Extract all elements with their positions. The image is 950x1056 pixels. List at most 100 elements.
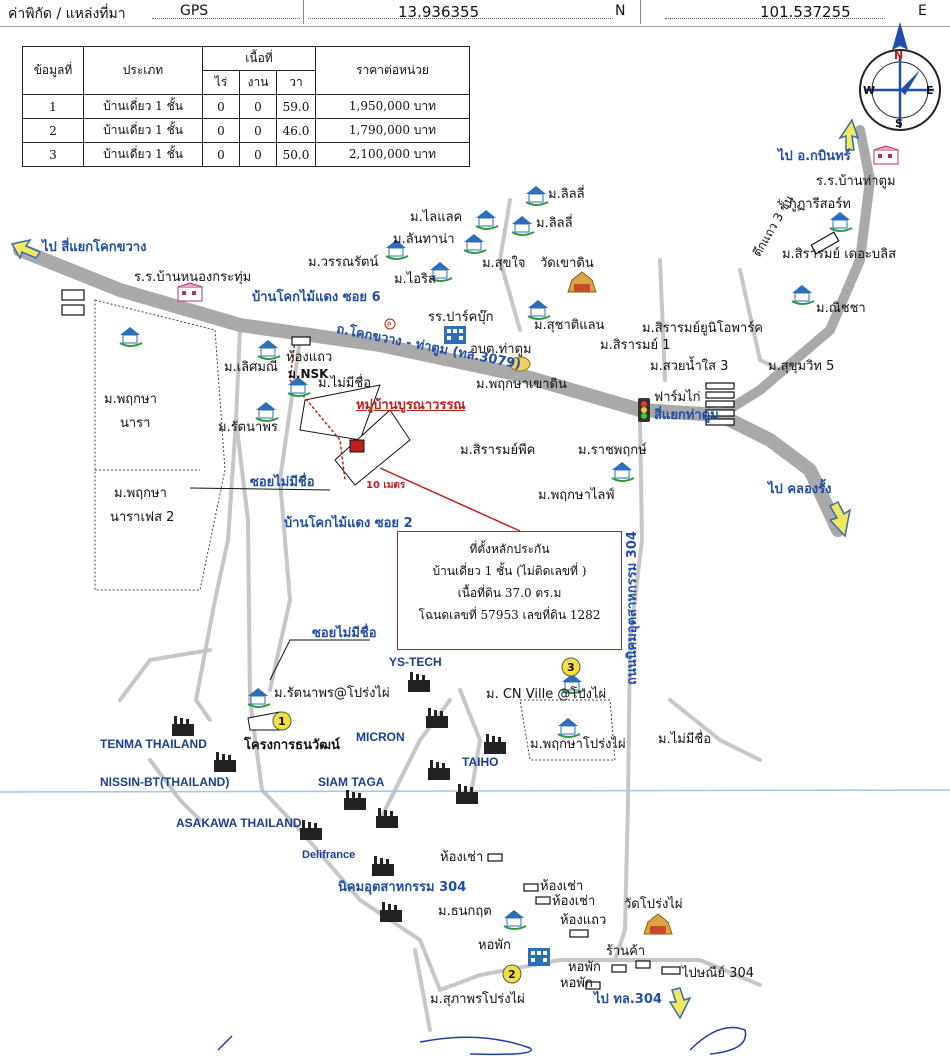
label-hong-chao-3: ห้องเช่า — [552, 894, 596, 909]
subject-site — [299, 384, 411, 486]
label-praisani: ไปษณีย์ 304 — [682, 966, 754, 981]
coordinate-header: ค่าพิกัด / แหล่งที่มา GPS 13.936355 N 10… — [0, 0, 950, 27]
label-wat-prong: วัดโปร่งไผ่ — [624, 897, 683, 912]
village-icon — [503, 910, 527, 930]
route-to-site — [289, 339, 346, 481]
label-siram-thebliss: ม.สิรารมย์ เดอะบลิส — [782, 247, 897, 262]
label-soi-mai-mi-1: ซอยไม่มีชื่อ — [250, 475, 315, 490]
village-icon — [829, 212, 853, 232]
th-price: ราคาต่อหน่วย — [315, 46, 470, 95]
th-wa: วา — [276, 70, 316, 95]
label-siram-1: ม.สิรารมย์ 1 — [600, 338, 671, 353]
label-soi-mai-mi-2: ซอยไม่มีชื่อ — [312, 626, 377, 641]
label-to-khlong-rung: ไป คลองรั้ง — [768, 482, 832, 497]
compass-icon — [859, 22, 941, 131]
gov-office-icon — [509, 356, 531, 372]
label-cn-ville: ม. CN Ville @โป่งไผ่ — [486, 687, 607, 702]
label-suay-namsai: ม.สวยน้ำใส 3 — [650, 359, 729, 374]
road-factory2 — [458, 688, 483, 802]
factory-icon — [172, 716, 194, 736]
village-icon — [527, 300, 551, 320]
label-thanakrit: ม.ธนกฤต — [438, 904, 492, 919]
factory-icon — [428, 760, 450, 780]
label-nara-phase-2: นาราเฟส 2 — [110, 510, 175, 525]
label-farm-kai: ฟาร์มไก่ — [654, 390, 701, 405]
parcel-outlines — [94, 299, 616, 761]
callout-line — [379, 467, 521, 532]
longitude-value: 101.537255 — [760, 3, 851, 21]
label-nitcha: ม.ณิชชา — [816, 301, 866, 316]
label-siram-unipark: ม.สิรารมย์ยูนิโอพาร์ค — [642, 321, 763, 336]
direction-arrows — [10, 118, 860, 1020]
label-pruksa-nara-2: ม.พฤกษา — [114, 486, 167, 501]
label-mai-mi-chue-1: ม.ไม่มีชื่อ — [318, 376, 372, 391]
secondary-roads — [118, 198, 782, 1032]
label-rr-ban-tatum: ร.ร.บ้านท่าตูม — [816, 174, 896, 189]
factory-icons — [172, 672, 506, 922]
arrow-north-icon — [838, 118, 860, 151]
road-industrial — [234, 418, 442, 992]
th-ngan: งาน — [239, 70, 277, 95]
village-icon — [463, 234, 487, 254]
label-supaporn: ม.สุภาพรโปร่งไผ่ — [430, 992, 525, 1007]
factory-icon — [344, 790, 366, 810]
info-line-2: บ้านเดี่ยว 1 ชั้น (ไม่ติดเลขที่ ) — [432, 564, 587, 578]
label-siam-taga: SIAM TAGA — [318, 775, 385, 789]
label-taiho: TAIHO — [462, 755, 499, 769]
collateral-info-box: ที่ตั้งหลักประกัน บ้านเดี่ยว 1 ชั้น (ไม่… — [397, 531, 622, 650]
label-hor-pak-1: หอพัก — [478, 938, 511, 953]
label-mu-ban-bun: หมู่บ้านบูรณาวรรณ — [356, 398, 466, 413]
village-icons — [119, 186, 853, 930]
compass-s: S — [895, 117, 903, 130]
signature-scribbles — [217, 1026, 747, 1056]
arrow-south-icon — [668, 987, 692, 1020]
th-area: เนื้อที่ — [202, 46, 316, 71]
road-304 — [613, 418, 645, 962]
village-icon — [611, 462, 635, 482]
label-ran-kha: ร้านค้า — [606, 944, 646, 959]
marker-3-label: 3 — [567, 661, 575, 674]
factory-icon — [300, 820, 322, 840]
road-sw — [148, 758, 202, 822]
village-icon — [561, 674, 585, 694]
compass-n: N — [894, 49, 904, 62]
label-mai-mi-chue-2: ม.ไม่มีชื่อ — [658, 732, 712, 747]
main-road-kabin — [715, 125, 875, 420]
label-suchatilan: ม.สุชาติแลน — [534, 318, 605, 333]
label-lily-2: ม.ลิลลี่ — [536, 216, 573, 231]
label-khrongkarn-thanawat: โครงการธนวัฒน์ — [244, 738, 340, 753]
temple-icon — [643, 913, 673, 935]
longitude-suffix: E — [918, 3, 927, 19]
label-wat-khaodin: วัดเขาดิน — [540, 256, 594, 271]
factory-icon — [376, 808, 398, 828]
label-lilac: ม.ไลแลค — [410, 210, 463, 225]
road-soi2 — [268, 338, 302, 692]
gas-station-icon: P — [384, 318, 396, 330]
factory-icon — [484, 734, 506, 754]
label-tenma: TENMA THAILAND — [100, 737, 207, 751]
village-icon — [385, 240, 409, 260]
factory-icon — [214, 752, 236, 772]
label-rr-park: รร.ปาร์คบุ๊ก — [428, 310, 494, 325]
label-micron: MICRON — [356, 730, 405, 744]
label-asakawa: ASAKAWA THAILAND — [176, 816, 302, 830]
factory-icon — [426, 708, 448, 728]
info-line-1: ที่ตั้งหลักประกัน — [469, 542, 550, 556]
road-right — [668, 698, 762, 762]
label-hong-chao-2: ห้องเช่า — [540, 879, 584, 894]
road-bottom — [438, 958, 617, 992]
label-pruksa-life: ม.พฤกษาไลฟ์ — [538, 488, 615, 503]
soi-callout-line — [189, 487, 331, 491]
label-soi-6: บ้านโคกไม้แดง ซอย 6 — [252, 290, 381, 305]
village-icon — [257, 340, 281, 360]
arrow-east-icon — [828, 500, 852, 538]
label-pruksa-khaodin: ม.พฤกษาเขาดิน — [476, 377, 567, 392]
label-hong-thaew-1: ห้องแถว — [286, 350, 333, 365]
factory-icon — [408, 672, 430, 692]
village-icon — [511, 216, 535, 236]
label-hong-thaew-2: ห้องแถว — [560, 913, 607, 928]
housing-rows — [334, 409, 411, 486]
village-icon — [557, 718, 581, 738]
label-obt-tatum: อบต.ท่าตูม — [470, 342, 532, 357]
